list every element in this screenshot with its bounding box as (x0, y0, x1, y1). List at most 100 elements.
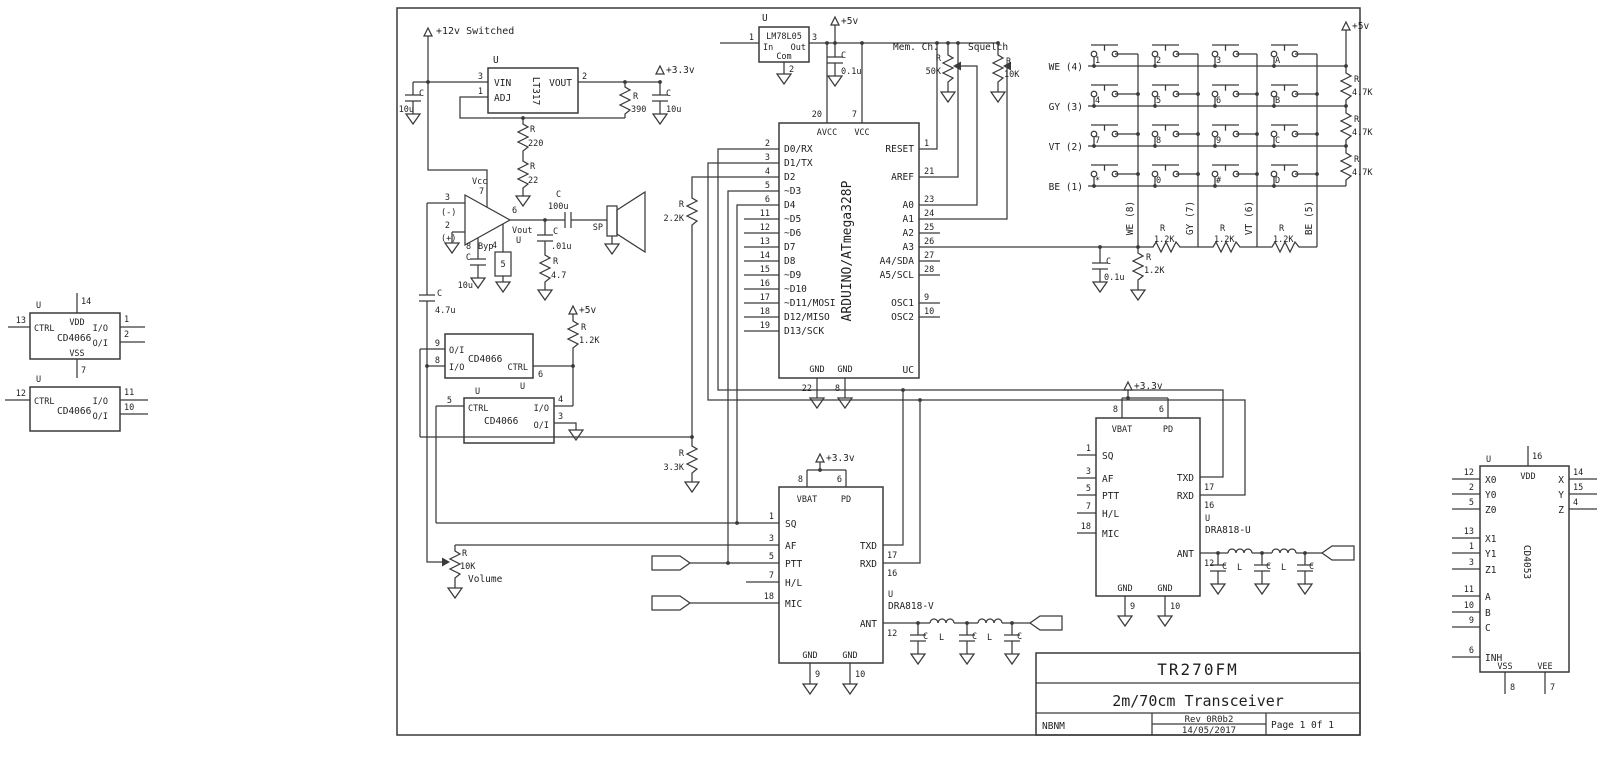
mcu-pin-num: 8 (835, 384, 840, 394)
pot-value: 50K (926, 67, 942, 77)
mcu-pin-name: GND (809, 365, 824, 375)
key-label[interactable]: 7 (1095, 136, 1100, 146)
key-label[interactable]: 9 (1216, 136, 1221, 146)
mcu-pin-num: 24 (924, 209, 934, 219)
dra818u-body (1095, 417, 1201, 597)
pin-name: Y0 (1485, 490, 1497, 501)
res-ref: R (1354, 75, 1360, 85)
pin-num: 13 (1464, 527, 1474, 537)
cap-ref: C (972, 632, 977, 642)
mcu-pin-name: A2 (903, 228, 914, 239)
power-label-3v3: +3.3v (666, 65, 695, 76)
key-label[interactable]: 5 (1156, 96, 1161, 106)
pin-name: CTRL (468, 404, 488, 414)
pin-num: 3 (1086, 467, 1091, 477)
res-ref: R (581, 323, 587, 333)
pin-name: GND (802, 651, 817, 661)
date: 14/05/2017 (1182, 726, 1236, 736)
pin-num: 5 (1469, 498, 1474, 508)
cap-ref: C (1309, 562, 1314, 572)
pin-num: 16 (1204, 501, 1214, 511)
chip-ref: U (888, 590, 893, 600)
key-label[interactable]: 8 (1156, 136, 1161, 146)
key-label[interactable]: A (1275, 56, 1280, 66)
mcu-pin-num: 16 (760, 279, 770, 289)
mcu-pin-num: 13 (760, 237, 770, 247)
lt317-pin-vin: VIN (494, 78, 511, 89)
opamp-gain-box (494, 251, 512, 277)
junction-dots (425, 41, 1348, 625)
speaker-body (606, 205, 618, 237)
mcu-pin-num: 6 (765, 195, 770, 205)
input-connectors (651, 555, 691, 611)
res-ref: R (530, 162, 536, 172)
pin-num: 8 (1510, 683, 1515, 693)
mcu-name: ARDUINO/ATmega328P (840, 180, 855, 321)
pin-num: 9 (435, 339, 440, 349)
key-label[interactable]: * (1095, 176, 1100, 186)
pin-num: 11 (124, 388, 134, 398)
pin-name: X0 (1485, 475, 1497, 486)
pin-name: VDD (69, 318, 84, 328)
mcu-pin-name: D2 (784, 172, 795, 183)
mcu-pin-name: ~D6 (784, 228, 801, 239)
pin-num: 15 (1573, 483, 1583, 493)
key-label[interactable]: 2 (1156, 56, 1161, 66)
opamp-pin-num: 6 (512, 206, 517, 216)
pin-name: Z1 (1485, 565, 1497, 576)
pin-num: 6 (1159, 405, 1164, 415)
mcu-atmega328p: ARDUINO/ATmega328P UC 20 7 AVCC VCC 22 8… (760, 110, 935, 394)
pin-name: VBAT (797, 495, 817, 505)
antenna-connector (1321, 545, 1355, 561)
pin-num: 4 (1573, 498, 1578, 508)
pin-name: O/I (534, 421, 549, 431)
opamp-in-plus: (+) (441, 234, 456, 244)
keypad-row-label: BE (1) (1049, 182, 1083, 193)
mcu-pin-name: A0 (903, 200, 915, 211)
cap-ref: C (556, 190, 561, 200)
cap-value: .01u (551, 242, 571, 252)
key-label[interactable]: 4 (1095, 96, 1100, 106)
mcu-pin-num: 20 (812, 110, 822, 120)
mcu-pin-name: D8 (784, 256, 796, 267)
key-label[interactable]: 1 (1095, 56, 1100, 66)
key-label[interactable]: 3 (1216, 56, 1221, 66)
pot-wiper-arrow (442, 557, 450, 567)
pin-name: AF (785, 541, 797, 552)
key-label[interactable]: # (1216, 176, 1222, 186)
key-label[interactable]: 6 (1216, 96, 1221, 106)
key-label[interactable]: B (1275, 96, 1280, 106)
res-ref: R (1354, 155, 1360, 165)
res-ref: R (553, 257, 559, 267)
mcu-pin-num: 26 (924, 237, 934, 247)
mcu-pin-num: 7 (852, 110, 857, 120)
pin-name: TXD (1177, 473, 1194, 484)
lm78l05-pin-num: 2 (789, 65, 794, 75)
pin-name: X (1558, 475, 1564, 486)
mcu-pin-name: ~D3 (784, 186, 801, 197)
res-ref: R (1220, 224, 1226, 234)
key-label[interactable]: D (1275, 176, 1280, 186)
pin-num: 16 (887, 569, 897, 579)
chip-ref: U (475, 387, 480, 397)
pin-name: VBAT (1112, 425, 1132, 435)
res-value: 22 (528, 176, 538, 186)
mcu-pin-name: ~D5 (784, 214, 801, 225)
mcu-pin-name: VCC (854, 128, 869, 138)
key-label[interactable]: C (1275, 136, 1280, 146)
cap-ref: C (1106, 257, 1111, 267)
pin-name: CTRL (34, 324, 54, 334)
pin-name: H/L (1102, 509, 1119, 520)
pin-num: 5 (1086, 484, 1091, 494)
mcu-pin-name: A4/SDA (880, 256, 915, 267)
pin-name: AF (1102, 474, 1114, 485)
lt317-ref: U (493, 55, 499, 66)
opamp-in-minus: (-) (441, 208, 456, 218)
lt317-pin-num: 2 (582, 72, 587, 82)
cd4066-body (463, 397, 555, 444)
mcu-pin-name: D1/TX (784, 158, 813, 169)
pot-ref: R (1006, 57, 1012, 67)
pin-name: O/I (93, 339, 108, 349)
key-label[interactable]: 0 (1156, 176, 1161, 186)
